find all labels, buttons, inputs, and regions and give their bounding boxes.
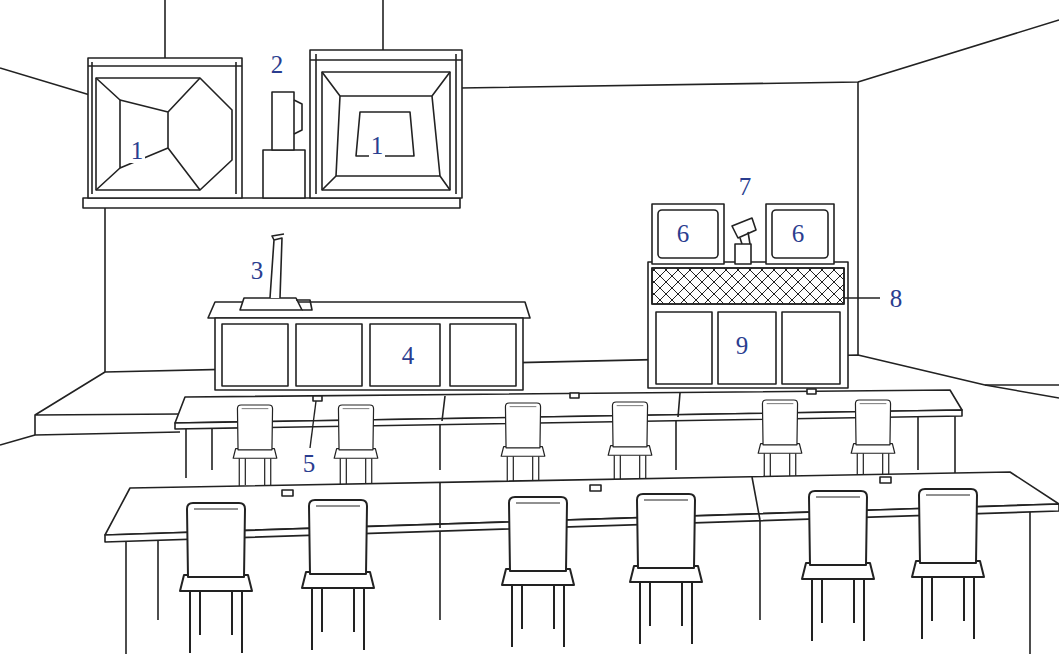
callout-number: 4 [400, 343, 417, 368]
callout-number: 6 [790, 221, 807, 246]
callout-number: 2 [269, 52, 286, 77]
callout-number: 7 [737, 174, 754, 199]
floor-line [0, 435, 35, 445]
speaker [310, 50, 462, 198]
leader-line [310, 401, 316, 448]
chair [180, 489, 984, 653]
stage-platform [985, 384, 1059, 386]
projector [263, 92, 305, 198]
callout-number: 1 [129, 138, 146, 163]
callout-number: 5 [301, 451, 318, 476]
leader-line [845, 297, 880, 298]
callout-number: 1 [369, 133, 386, 158]
callout-number: 6 [675, 221, 692, 246]
speaker-shelf [83, 198, 460, 208]
stage-platform [35, 355, 1059, 435]
table-socket [282, 477, 891, 496]
speaker [88, 58, 242, 198]
callout-number: 9 [734, 333, 751, 358]
lectern-desk [208, 302, 530, 390]
callout-number: 3 [249, 258, 266, 283]
table [175, 390, 962, 478]
document-camera [240, 234, 312, 310]
table-socket [313, 389, 816, 401]
table [105, 472, 1059, 654]
av-cabinet [648, 262, 848, 388]
callout-number: 8 [888, 286, 905, 311]
video-camera [732, 218, 756, 264]
monitor [766, 204, 834, 264]
monitor [652, 204, 724, 264]
